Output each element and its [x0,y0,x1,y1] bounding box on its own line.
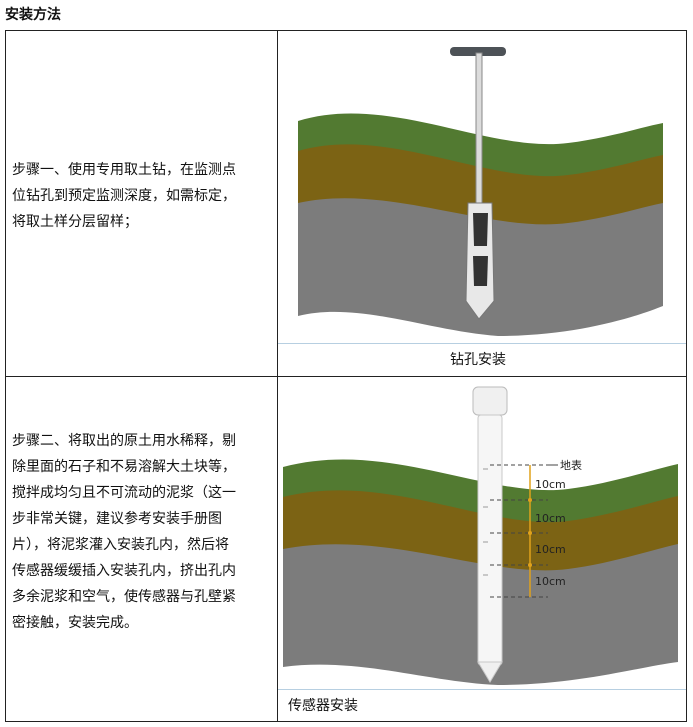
caption-separator [278,343,686,344]
depth-label: 10cm [535,478,566,491]
step-line: 搅拌成均匀且不可流动的泥浆（这一 [12,485,236,501]
step-line: 步骤一、使用专用取土钻，在监测点 [12,162,236,178]
sensor-illustration: 地表 10cm 10cm 10cm 10cm [283,386,678,685]
step-two-text: 步骤二、将取出的原土用水稀释，剔 除里面的石子和不易溶解大土块等， 搅拌成均匀且… [6,428,242,636]
step-line: 步骤二、将取出的原土用水稀释，剔 [12,433,236,449]
section-heading: 安装方法 [5,7,61,23]
sensor-caption: 传感器安装 [288,698,358,714]
drilling-illustration [298,47,663,336]
step-line: 步非常关键，建议参考安装手册图 [12,511,222,527]
step-line: 传感器缓缓插入安装孔内，挤出孔内 [12,563,236,579]
step-line: 密接触，安装完成。 [12,615,138,631]
drilling-caption: 钻孔安装 [450,352,506,368]
soil-sensor-icon [472,386,508,683]
caption-separator [278,689,686,690]
depth-markers: 地表 10cm 10cm 10cm 10cm [490,458,582,598]
step-line: 多余泥浆和空气，使传感器与孔壁紧 [12,589,236,605]
installation-table: 步骤一、使用专用取土钻，在监测点 位钻孔到预定监测深度，如需标定， 将取土样分层… [5,30,687,722]
step-line: 将取土样分层留样； [12,214,138,230]
step-line: 除里面的石子和不易溶解大土块等， [12,459,236,475]
drilling-figure-cell: 钻孔安装 [277,30,687,377]
step-one-cell: 步骤一、使用专用取土钻，在监测点 位钻孔到预定监测深度，如需标定， 将取土样分层… [5,30,278,377]
surface-label: 地表 [560,458,582,472]
step-line: 位钻孔到预定监测深度，如需标定， [12,188,236,204]
sensor-figure-cell: 地表 10cm 10cm 10cm 10cm 传感器安装 [277,376,687,722]
depth-label: 10cm [535,575,566,588]
depth-label: 10cm [535,543,566,556]
step-line: 片），将泥浆灌入安装孔内，然后将 [12,537,229,553]
soil-auger-icon [450,47,506,320]
step-one-text: 步骤一、使用专用取土钻，在监测点 位钻孔到预定监测深度，如需标定， 将取土样分层… [6,157,242,235]
step-two-cell: 步骤二、将取出的原土用水稀释，剔 除里面的石子和不易溶解大土块等， 搅拌成均匀且… [5,376,278,722]
depth-label: 10cm [535,512,566,525]
